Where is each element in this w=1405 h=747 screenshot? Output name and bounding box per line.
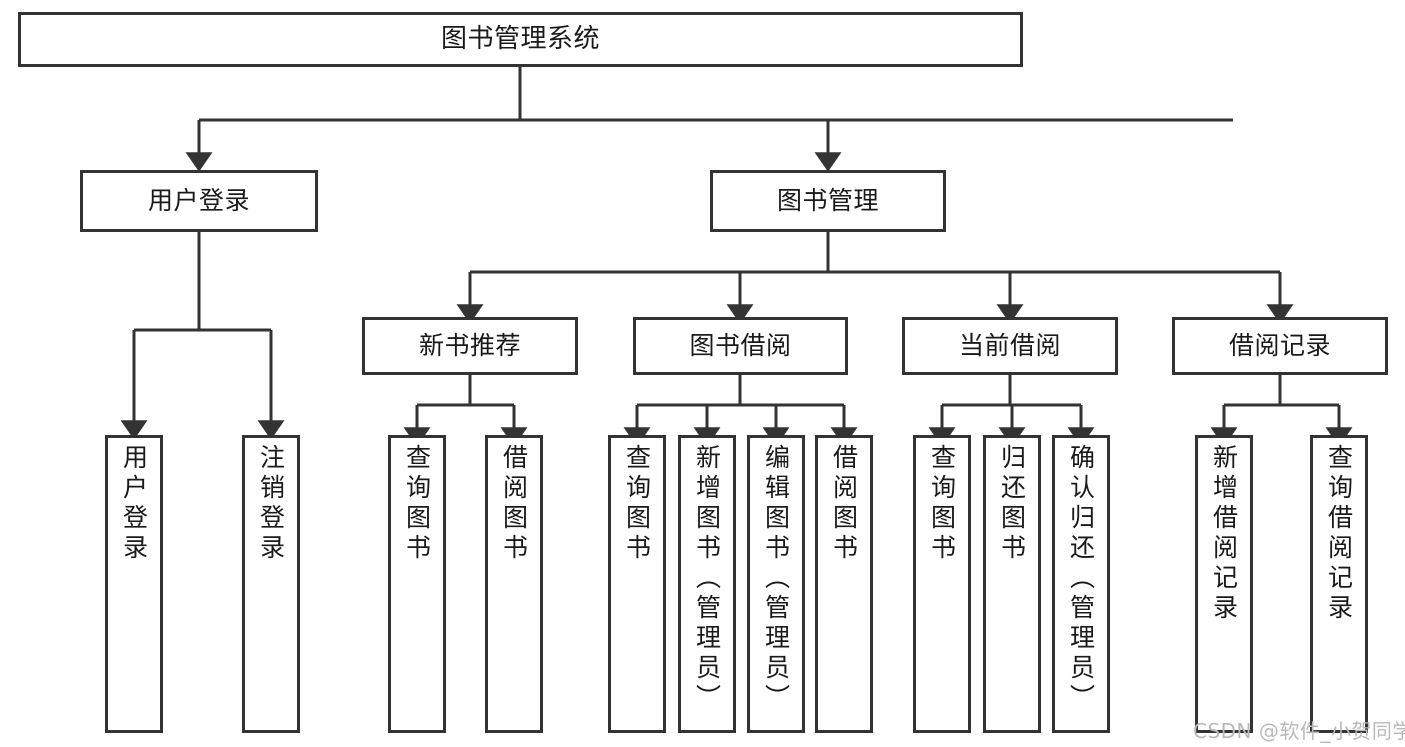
node-new-book-recommend[interactable]: 新书推荐 [362, 317, 578, 375]
node-leaf-borrow-book-1-label: 借阅图书 [499, 444, 529, 564]
node-leaf-borrow-book-2-label: 借阅图书 [829, 444, 859, 564]
node-root[interactable]: 图书管理系统 [18, 12, 1023, 67]
node-current-borrow[interactable]: 当前借阅 [902, 317, 1118, 375]
node-leaf-borrow-book-2[interactable]: 借阅图书 [815, 435, 873, 733]
node-leaf-return-book-label: 归还图书 [997, 444, 1027, 564]
node-leaf-add-borrow-record[interactable]: 新增借阅记录 [1195, 435, 1253, 733]
node-book-borrow[interactable]: 图书借阅 [633, 317, 848, 375]
watermark-text: CSDN @软件_小贺同学 [1193, 719, 1405, 743]
node-leaf-edit-book-admin-label: 编辑图书（管理员） [761, 444, 791, 714]
node-book-borrow-label: 图书借阅 [689, 331, 792, 361]
node-leaf-logout[interactable]: 注销登录 [242, 435, 300, 733]
node-leaf-query-book-1[interactable]: 查询图书 [388, 435, 446, 733]
node-leaf-return-book[interactable]: 归还图书 [983, 435, 1041, 733]
node-leaf-user-login-label: 用户登录 [119, 444, 149, 564]
node-borrow-record-label: 借阅记录 [1228, 331, 1331, 361]
node-leaf-query-book-1-label: 查询图书 [402, 444, 432, 564]
node-leaf-query-borrow-record-label: 查询借阅记录 [1324, 444, 1354, 624]
node-book-management[interactable]: 图书管理 [710, 170, 946, 232]
node-leaf-query-book-2[interactable]: 查询图书 [608, 435, 666, 733]
node-leaf-add-book-admin[interactable]: 新增图书（管理员） [678, 435, 736, 733]
node-root-label: 图书管理系统 [440, 24, 600, 55]
node-borrow-record[interactable]: 借阅记录 [1172, 317, 1388, 375]
node-leaf-query-book-3[interactable]: 查询图书 [913, 435, 971, 733]
node-new-book-recommend-label: 新书推荐 [418, 331, 521, 361]
node-leaf-logout-label: 注销登录 [256, 444, 286, 564]
node-leaf-query-borrow-record[interactable]: 查询借阅记录 [1310, 435, 1368, 733]
node-leaf-query-book-2-label: 查询图书 [622, 444, 652, 564]
node-current-borrow-label: 当前借阅 [958, 331, 1061, 361]
node-user-login-label: 用户登录 [147, 186, 250, 216]
node-leaf-add-book-admin-label: 新增图书（管理员） [692, 444, 722, 714]
node-leaf-edit-book-admin[interactable]: 编辑图书（管理员） [747, 435, 805, 733]
node-book-management-label: 图书管理 [776, 186, 879, 216]
node-leaf-confirm-return-admin[interactable]: 确认归还（管理员） [1052, 435, 1110, 733]
node-user-login[interactable]: 用户登录 [80, 170, 318, 232]
node-leaf-add-borrow-record-label: 新增借阅记录 [1209, 444, 1239, 624]
node-leaf-confirm-return-admin-label: 确认归还（管理员） [1066, 444, 1096, 714]
node-leaf-query-book-3-label: 查询图书 [927, 444, 957, 564]
node-leaf-user-login[interactable]: 用户登录 [105, 435, 163, 733]
node-leaf-borrow-book-1[interactable]: 借阅图书 [485, 435, 543, 733]
